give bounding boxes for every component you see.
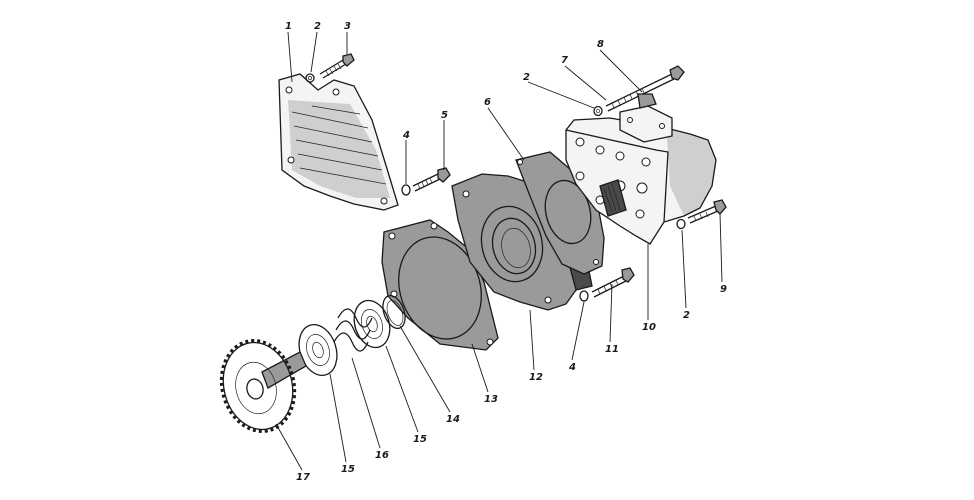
leader-lines bbox=[275, 31, 723, 471]
shaft bbox=[261, 351, 307, 389]
callout-3: 3 bbox=[344, 21, 351, 32]
spacer-spring bbox=[333, 308, 373, 352]
callout-14: 14 bbox=[446, 414, 460, 425]
bolt-top-left bbox=[319, 53, 355, 79]
callout-6: 6 bbox=[484, 97, 491, 108]
callout-labels: 1 2 3 8 7 2 6 5 4 9 2 10 11 4 12 13 14 1… bbox=[285, 21, 727, 483]
callout-5: 5 bbox=[441, 110, 448, 121]
bolt-right bbox=[687, 199, 727, 224]
callout-2: 2 bbox=[314, 21, 321, 32]
callout-15: 15 bbox=[413, 434, 427, 445]
bolt-mid-left bbox=[412, 167, 451, 192]
callout-7: 7 bbox=[561, 55, 568, 66]
callout-2: 2 bbox=[683, 310, 690, 321]
bearing-right bbox=[353, 299, 391, 349]
snap-ring bbox=[382, 295, 406, 329]
callout-11: 11 bbox=[605, 344, 619, 355]
callout-17: 17 bbox=[296, 472, 310, 483]
callout-15: 15 bbox=[341, 464, 355, 475]
callout-12: 12 bbox=[529, 372, 543, 383]
callout-8: 8 bbox=[597, 39, 604, 50]
callout-10: 10 bbox=[642, 322, 656, 333]
callout-16: 16 bbox=[375, 450, 389, 461]
bearing-left bbox=[298, 324, 338, 376]
callout-13: 13 bbox=[484, 394, 498, 405]
washer-bottom-right bbox=[579, 290, 589, 302]
callout-4: 4 bbox=[402, 130, 410, 141]
callout-2: 2 bbox=[523, 72, 530, 83]
breather-fitting bbox=[637, 93, 657, 109]
cover-plate bbox=[278, 73, 399, 211]
bolt-bottom-right bbox=[591, 267, 635, 298]
washer-mid-left bbox=[401, 184, 411, 196]
callout-4: 4 bbox=[568, 362, 576, 373]
drive-gear bbox=[219, 339, 297, 433]
pump-body bbox=[565, 105, 717, 245]
washer-top-right bbox=[593, 105, 603, 117]
washer-top-left bbox=[305, 73, 315, 83]
callout-1: 1 bbox=[285, 21, 292, 32]
bolt-top-right bbox=[605, 65, 685, 112]
washer-right bbox=[676, 218, 686, 230]
callout-9: 9 bbox=[720, 284, 727, 295]
